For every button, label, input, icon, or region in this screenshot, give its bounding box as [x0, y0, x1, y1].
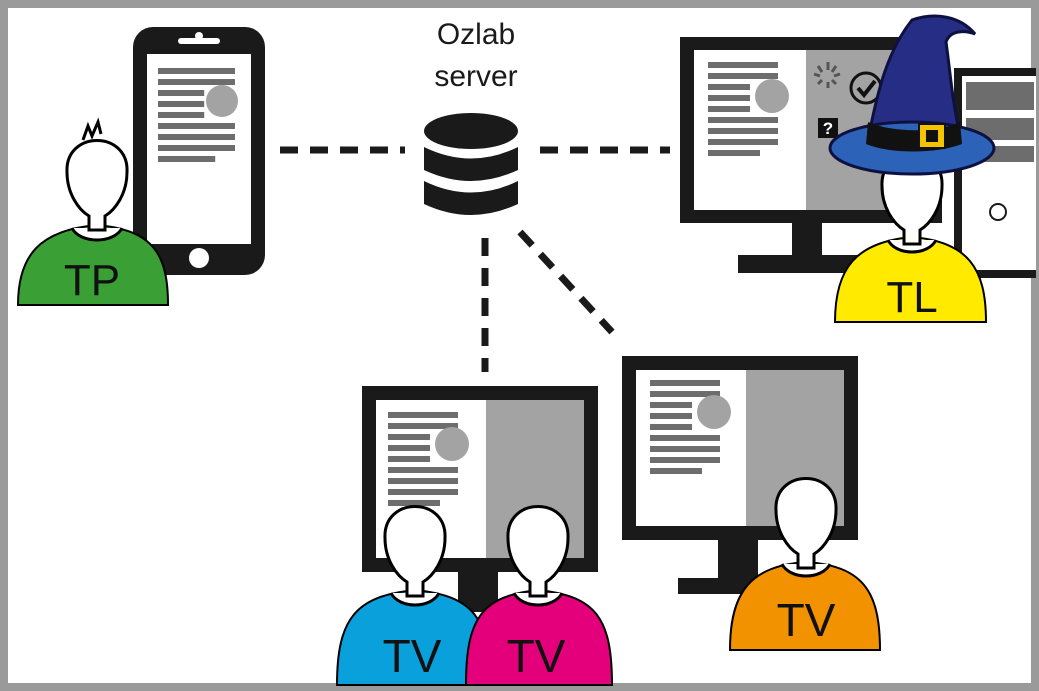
tv-magenta-label: TV	[507, 630, 566, 682]
tower-pc-icon	[954, 68, 1036, 278]
tv-pair-group: TV TV	[335, 386, 614, 686]
tv-single-group: TV	[622, 356, 882, 651]
tv-pair-monitor-icon	[362, 386, 598, 612]
smartphone-icon	[133, 27, 265, 275]
question-mark-text: ?	[823, 119, 833, 138]
loading-spinner-icon	[813, 62, 841, 88]
server-label-line1: Ozlab	[437, 18, 515, 51]
tp-participant: TP	[16, 27, 265, 306]
wizard-hat-icon	[828, 14, 996, 176]
tv-person-orange: TV	[728, 477, 882, 651]
tp-label: TP	[64, 256, 120, 305]
tv-person-magenta: TV	[464, 505, 614, 686]
tv-blue-label: TV	[383, 630, 442, 682]
connection-lines	[280, 146, 670, 372]
tv-orange-label: TV	[777, 594, 836, 646]
ozlab-server: Ozlab server	[424, 18, 518, 215]
connection-server-tv-single	[517, 229, 615, 335]
tv-single-monitor-icon	[622, 356, 858, 594]
question-icon: ?	[818, 118, 838, 138]
server-label-line2: server	[434, 60, 517, 93]
tl-participant: ? TL	[680, 14, 1036, 323]
tl-label: TL	[886, 273, 937, 322]
tv-person-blue: TV	[335, 505, 492, 686]
database-icon	[424, 113, 518, 215]
tl-person: TL	[833, 153, 988, 323]
tp-person: TP	[16, 117, 170, 306]
